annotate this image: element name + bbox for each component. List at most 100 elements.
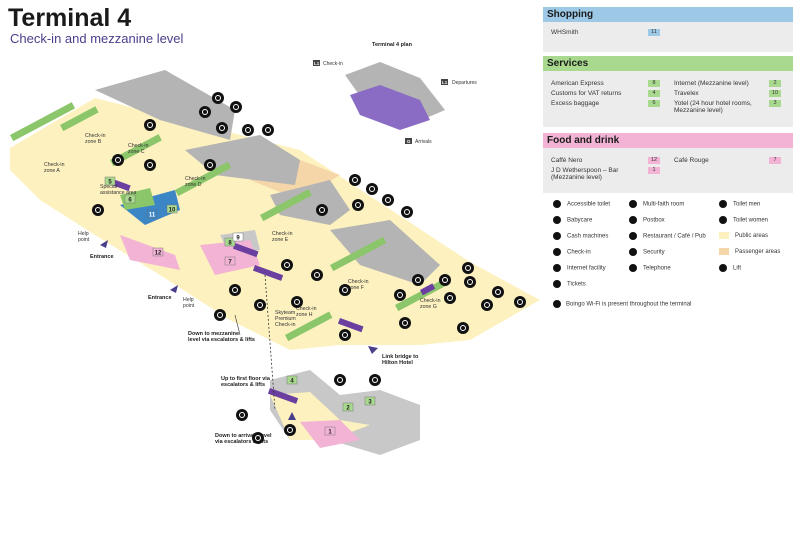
legend-label: Cash machines [567,233,609,240]
food-item: Café Rouge [674,157,709,164]
entrance-arrows [100,240,378,420]
map-number-badge [342,402,354,412]
services-panel: Services American Express 8 Customs for … [543,56,793,127]
service-item: American Express [551,80,604,87]
plan-checkin-level [350,85,430,130]
legend-label: Passenger areas [735,249,781,256]
plan-l1-label-2: L1 [442,80,448,85]
map-number-badge [232,232,244,242]
legend-item: Multi-faith room [629,200,684,209]
map-number-badge [124,194,136,204]
legend-label: Restaurant / Café / Pub [643,233,706,240]
services-heading: Services [543,56,793,71]
facility-marker-icon [262,124,274,136]
service-badge: 4 [648,90,660,97]
map-number-badge [224,256,236,266]
legend-item: Telephone [629,264,671,273]
public-floor [10,98,540,350]
service-item: Excess baggage [551,100,600,107]
service-item: Yotel (24 hour hotel rooms, Mezzanine le… [674,100,752,114]
facility-marker-icon [214,309,226,321]
food-panel: Food and drink Caffè Nero 12 J D Wethers… [543,133,793,193]
internet-icon [553,264,561,272]
map-number-badge [152,247,164,257]
legend-item: Babycare [553,216,592,225]
food-badge: 12 [648,157,660,164]
dashed-link [264,274,276,411]
facility-marker-icon [230,101,242,113]
facility-marker-icon [394,289,406,301]
legend-label: Security [643,249,665,256]
service-badge: 10 [769,90,781,97]
plan-title: Terminal 4 plan [372,42,413,48]
building-block [95,70,235,140]
facility-icons [92,92,526,444]
legend-label: Telephone [643,265,671,272]
legend-item: Internet facility [553,264,606,273]
wifi-icon [553,300,561,308]
shopping-heading: Shopping [543,7,793,22]
legend-item: Postbox [629,216,665,225]
telephone-icon [629,264,637,272]
map-number-badge [286,375,298,385]
restaurant-icon [629,232,637,240]
legend-label: Tickets [567,281,586,288]
facility-marker-icon [492,286,504,298]
mezzanine-escalator [267,388,299,404]
legend-label: Accessible toilet [567,201,611,208]
legend-item: Check-in [553,248,591,257]
map-number-badge [224,237,236,247]
facility-marker-icon [204,159,216,171]
facility-marker-icon [439,274,451,286]
plan-l1-label: L1 [314,61,320,66]
facility-marker-icon [291,296,303,308]
plan-g-badge [405,138,412,144]
service-item: Customs for VAT returns [551,90,622,97]
lift-icon [719,264,727,272]
service-badge: 2 [769,80,781,87]
accessible-toilet-icon [553,200,561,208]
facility-marker-icon [514,296,526,308]
food-badge: 7 [769,157,781,164]
facility-marker-icon [112,154,124,166]
facility-marker-icon [334,374,346,386]
page-title: Terminal 4 [8,4,132,32]
shopping-panel: Shopping WHSmith 11 [543,7,793,52]
plan-l1-badge-2 [441,79,448,85]
food-badge: 1 [648,167,660,174]
food-item: Caffè Nero [551,157,583,164]
building-block [330,220,440,285]
postbox-icon [629,216,637,224]
service-item: Travelex [674,90,699,97]
map-number: 4 [290,379,294,385]
facility-marker-icon [349,174,361,186]
shopping-body: WHSmith 11 [543,22,793,52]
map-number-badge [364,396,376,406]
map-number: 3 [368,400,372,406]
legend-item: Public areas [719,232,768,241]
food-body: Caffè Nero 12 J D Wetherspoon – Bar (Mez… [543,148,793,193]
legend-label: Toilet men [733,201,761,208]
map-number: 7 [228,260,232,266]
map-number: 8 [228,241,232,247]
service-item: Internet (Mezzanine level) [674,80,749,87]
facility-marker-icon [352,199,364,211]
services-body: American Express 8 Customs for VAT retur… [543,71,793,127]
legend-label: Multi-faith room [643,201,685,208]
facility-marker-icon [216,122,228,134]
map-number-badge [166,204,178,214]
security-icon [629,248,637,256]
facility-marker-icon [481,299,493,311]
plan-checkin-label: Check-in [323,61,343,67]
facility-marker-icon [339,329,351,341]
legend-item: Tickets [553,280,586,289]
